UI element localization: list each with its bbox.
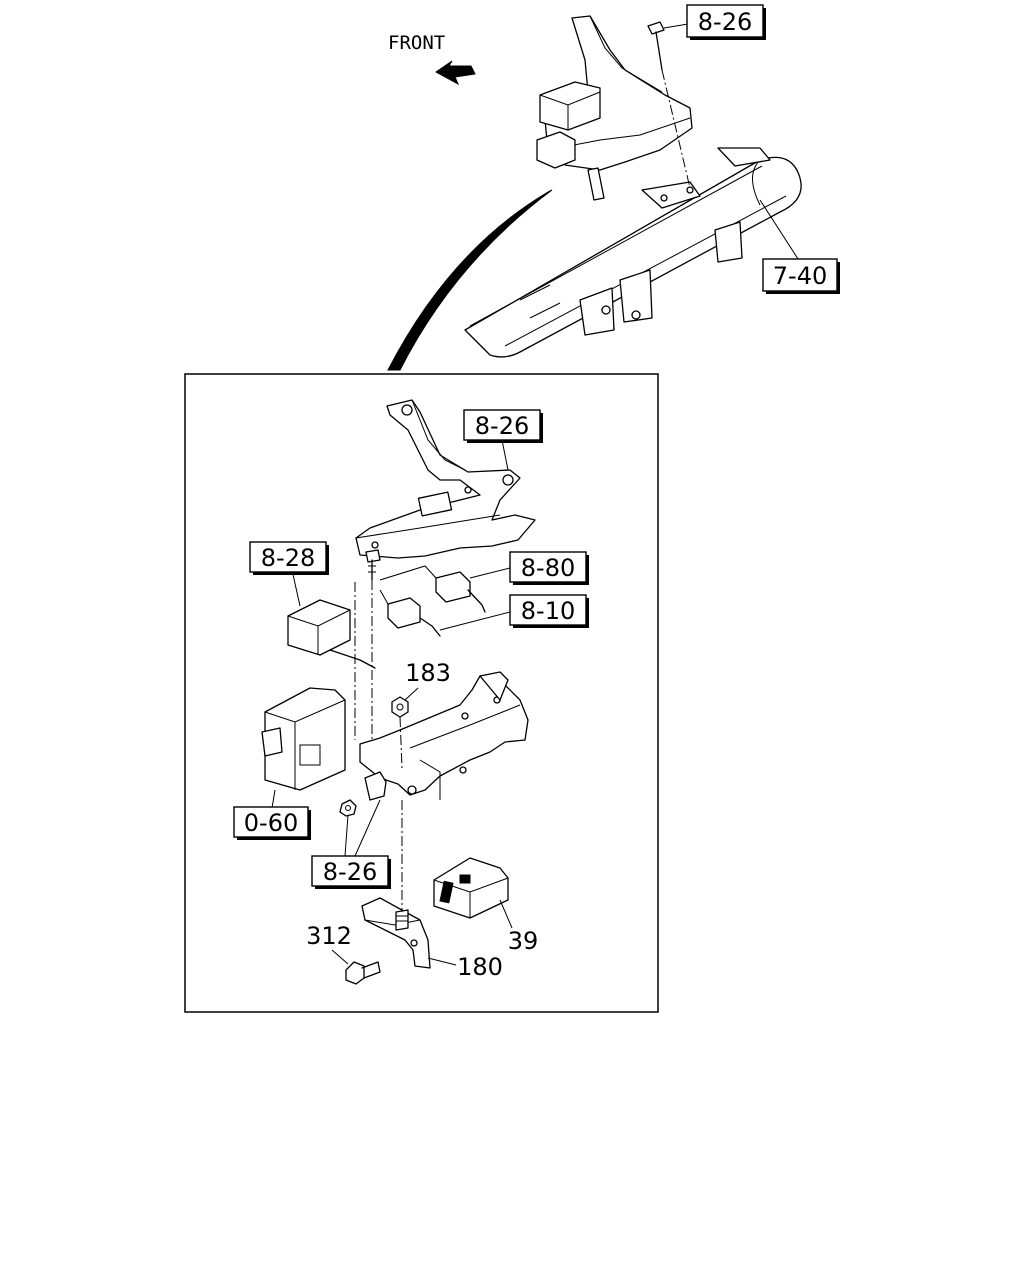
inset-frame [184, 373, 659, 1013]
cross-member-tube [464, 156, 802, 358]
svg-text:8-80: 8-80 [521, 554, 575, 582]
nut-183 [391, 696, 409, 718]
callout-nut: 183 [405, 659, 451, 687]
callout-clip-bracket: 180 [457, 953, 503, 981]
front-arrow-icon [435, 60, 476, 86]
inset-bracket [355, 399, 536, 559]
callout-control-unit: 0-60 [233, 806, 311, 840]
relay-39 [433, 857, 509, 919]
svg-text:8-26: 8-26 [698, 8, 752, 36]
svg-text:7-40: 7-40 [773, 262, 827, 290]
front-label: FRONT [388, 32, 445, 54]
callout-connector-lower: 8-10 [509, 594, 589, 628]
callout-top-bracket: 8-26 [686, 4, 766, 40]
overview-assembly: 8-26 7-40 [464, 4, 840, 358]
pointer-curve-icon [387, 189, 553, 371]
callout-connector-upper: 8-80 [509, 551, 589, 585]
callout-relay-left: 8-28 [249, 541, 329, 575]
clip-bracket-180 [361, 897, 431, 969]
bolt-312 [345, 961, 365, 985]
svg-text:0-60: 0-60 [244, 809, 298, 837]
svg-text:8-26: 8-26 [475, 412, 529, 440]
svg-text:8-28: 8-28 [261, 544, 315, 572]
overview-bolt [647, 21, 665, 35]
callout-frame: 7-40 [762, 258, 840, 294]
callout-relay: 39 [508, 927, 539, 955]
callout-lower-bracket: 8-26 [311, 855, 391, 889]
callout-inset-bracket: 8-26 [463, 409, 543, 443]
front-indicator: FRONT [388, 32, 476, 86]
svg-text:8-10: 8-10 [521, 597, 575, 625]
inset-assembly: 8-26 8-28 8-80 8-10 183 0-60 8-26 [233, 399, 589, 985]
control-unit [264, 687, 346, 791]
svg-text:8-26: 8-26 [323, 858, 377, 886]
callout-bolt: 312 [306, 922, 352, 950]
